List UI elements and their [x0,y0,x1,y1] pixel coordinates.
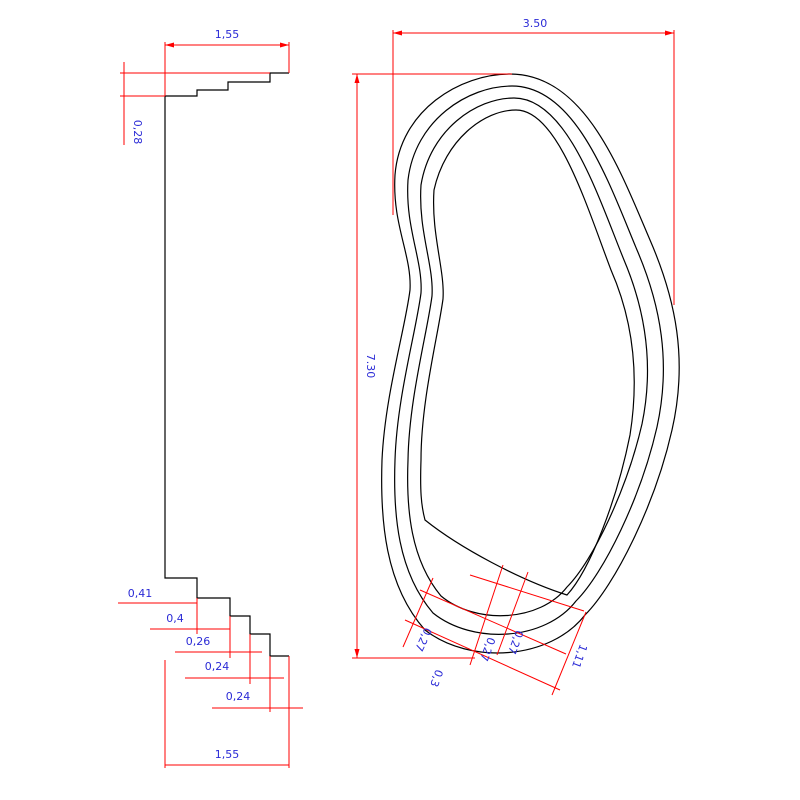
dim-step-2-text: 0,4 [166,612,184,625]
dim-arrow [393,30,402,36]
dim-arrow [354,74,360,83]
dim-pool-step-ext-3 [496,571,529,656]
dim-pool-step-a-text: 0,27 [412,626,434,654]
dim-pool-width-text: 3.50 [523,17,548,30]
dim-step-5-text: 0,24 [226,690,251,703]
dim-arrow [665,30,674,36]
dim-bottom-width-text: 1,55 [215,748,240,761]
dim-pool-step-ext-1 [402,577,434,648]
pool-outline-inner [420,109,635,596]
dim-step-3-text: 0,26 [186,635,211,648]
dim-step-4-text: 0,24 [205,660,230,673]
dim-pool-length-text: 7.30 [364,354,377,379]
dim-pool-step-chain [404,619,561,691]
pool-outline-third [407,97,649,617]
dim-pool-step-ext-4 [551,611,587,696]
pool-plan: 3.50 7.30 0,27 0,27 0,27 0,3 1,11 [352,17,680,696]
dim-step-1-text: 0,41 [128,587,153,600]
pool-outline-outer [381,73,680,654]
section-profile: 1,55 0,28 0,41 0,4 0,26 0,24 0,24 1,55 [118,28,303,768]
profile-top-steps-outline [165,72,289,97]
dim-arrow [165,42,174,48]
dim-pool-step-d-text: 0,3 [427,668,445,689]
dim-top-height-text: 0,28 [131,120,144,145]
pool-outline-second [394,85,664,635]
dim-pool-step-diag-1 [419,589,567,655]
dim-top-width-text: 1,55 [215,28,240,41]
profile-wall-outline [164,96,289,657]
dim-arrow [354,649,360,658]
dim-arrow [280,42,289,48]
dim-pool-step-diag-2 [469,574,585,612]
dim-pool-step-b-text: 0,27 [477,635,498,662]
dim-pool-step-c-text: 0,27 [505,628,526,655]
dim-pool-step-ext-2 [469,564,504,666]
